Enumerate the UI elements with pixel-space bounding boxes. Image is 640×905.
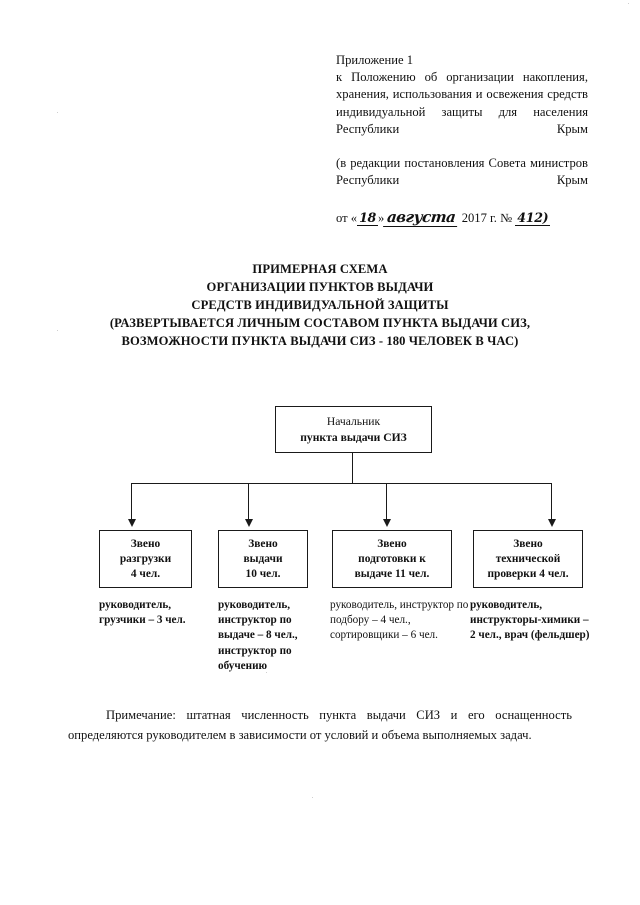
org-node-4-line-3: проверки 4 чел. (487, 567, 569, 580)
org-node-2-caption: руководитель, инструктор по выдаче – 8 ч… (218, 599, 298, 672)
title-line-1: ПРИМЕРНАЯ СХЕМА (252, 262, 388, 276)
note-paragraph: Примечание: штатная численность пункта в… (68, 705, 572, 745)
handwritten-month: августа (383, 208, 460, 228)
org-node-3-line-1: Звено (377, 537, 407, 550)
note-body: штатная численность пункта выдачи СИЗ и … (68, 708, 572, 742)
org-node-4-line-2: технической (495, 552, 561, 565)
org-node-2-line-2: выдачи (243, 552, 283, 565)
org-node-root: Начальник пункта выдачи СИЗ (275, 406, 432, 453)
org-node-1-line-2: разгрузки (119, 552, 172, 565)
org-node-3-caption: руководитель, инструктор по подбору – 4 … (330, 599, 469, 642)
scan-speck (628, 3, 629, 4)
org-node-preparation: Звено подготовки к выдаче 11 чел. (332, 530, 452, 588)
arrow-down-icon-2 (244, 519, 253, 527)
connector-drop-4 (551, 484, 553, 522)
org-node-2-line-1: Звено (248, 537, 278, 550)
org-node-3-line-2: подготовки к (358, 552, 426, 565)
connector-drop-2 (248, 484, 250, 522)
org-node-issuing: Звено выдачи 10 чел. (218, 530, 308, 588)
appendix-reference-text-2: (в редакции постановления Совета министр… (336, 156, 588, 188)
org-node-technical-check: Звено технической проверки 4 чел. (473, 530, 583, 588)
org-node-root-line-2: пункта выдачи СИЗ (300, 430, 407, 444)
org-node-1-caption: руководитель, грузчики – 3 чел. (99, 599, 186, 627)
scan-speck (57, 112, 58, 113)
org-node-1-line-1: Звено (130, 537, 161, 550)
org-node-2-line-3: 10 чел. (245, 567, 281, 580)
handwritten-number: 412) (515, 209, 551, 226)
date-year-text: 2017 г. № (461, 210, 513, 225)
org-node-unloading: Звено разгрузки 4 чел. (99, 530, 192, 588)
appendix-reference-block: Приложение 1 к Положению об организации … (336, 52, 588, 228)
title-line-3: СРЕДСТВ ИНДИВИДУАЛЬНОЙ ЗАЩИТЫ (191, 298, 449, 312)
connector-horizontal-bus (131, 483, 552, 485)
title-line-5: ВОЗМОЖНОСТИ ПУНКТА ВЫДАЧИ СИЗ - 180 ЧЕЛО… (121, 334, 519, 348)
date-quote-text: » (378, 210, 385, 225)
connector-drop-3 (386, 484, 388, 522)
org-node-1-line-3: 4 чел. (130, 567, 161, 580)
org-node-4-caption: руководитель, инструкторы-химики – 2 чел… (470, 599, 590, 642)
org-node-root-line-1: Начальник (326, 414, 381, 428)
org-node-3-line-3: выдаче 11 чел. (354, 567, 430, 580)
scan-speck (57, 330, 58, 331)
arrow-down-icon-3 (382, 519, 391, 527)
org-node-4-line-1: Звено (513, 537, 543, 550)
appendix-reference-text-1: к Положению об организации накопления, х… (336, 70, 588, 136)
title-line-2: ОРГАНИЗАЦИИ ПУНКТОВ ВЫДАЧИ (206, 280, 434, 294)
connector-drop-1 (131, 484, 133, 522)
title-line-4: (РАЗВЕРТЫВАЕТСЯ ЛИЧНЫМ СОСТАВОМ ПУНКТА В… (109, 316, 531, 330)
arrow-down-icon-1 (127, 519, 136, 527)
document-title: ПРИМЕРНАЯ СХЕМА ОРГАНИЗАЦИИ ПУНКТОВ ВЫДА… (40, 260, 600, 350)
scan-speck (266, 672, 267, 673)
handwritten-day: 18 (357, 209, 379, 226)
scan-speck (312, 797, 313, 798)
connector-root-stem (352, 453, 354, 484)
date-prefix-text: от « (336, 210, 358, 225)
arrow-down-icon-4 (547, 519, 556, 527)
appendix-label: Приложение 1 (336, 53, 414, 67)
appendix-date-line: от «18»августа 2017 г. № 412) (336, 208, 588, 228)
note-label: Примечание: (106, 708, 176, 722)
